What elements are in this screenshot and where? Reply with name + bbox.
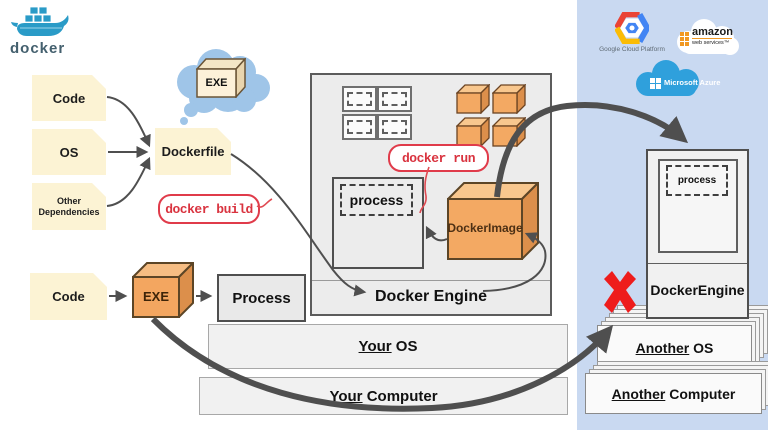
gcp-caption: Google Cloud Platform bbox=[599, 46, 665, 53]
container-slot bbox=[342, 86, 377, 112]
mini-cube-icon bbox=[492, 117, 526, 147]
engine-separator bbox=[312, 280, 550, 281]
another-docker-engine-box: process DockerEngine bbox=[646, 149, 749, 319]
aws-logo: amazon web services™ bbox=[670, 16, 742, 60]
gcp-logo: Google Cloud Platform bbox=[596, 12, 668, 56]
process-box: Process bbox=[217, 274, 306, 322]
red-x-icon bbox=[598, 265, 642, 321]
your-computer-bar: Your Computer bbox=[199, 377, 568, 415]
arrow-code-to-dockerfile bbox=[106, 96, 151, 148]
exe-cube: EXE bbox=[132, 262, 194, 318]
your-os-bar: Your OS bbox=[208, 324, 568, 369]
container-slot bbox=[377, 86, 412, 112]
docker-logo: docker bbox=[10, 4, 80, 57]
note-code-2: Code bbox=[30, 273, 107, 320]
azure-logo: Microsoft Azure bbox=[628, 58, 720, 102]
thought-cloud: EXE bbox=[164, 44, 276, 128]
exe-cube-cloud: EXE bbox=[196, 58, 246, 98]
process-slot: process bbox=[340, 184, 413, 216]
exe-cloud-label: EXE bbox=[205, 76, 228, 89]
another-engine-separator bbox=[648, 263, 747, 264]
docker-whale-icon bbox=[11, 6, 69, 36]
docker-logo-text: docker bbox=[10, 40, 66, 57]
another-process-container: process bbox=[658, 159, 738, 253]
cube-icon bbox=[196, 58, 246, 98]
arrow-deps-to-dockerfile bbox=[106, 156, 151, 207]
azure-cloud-icon bbox=[636, 60, 699, 96]
another-process-slot: process bbox=[666, 165, 728, 196]
another-engine-label: DockerEngine bbox=[650, 281, 745, 298]
mini-cube-icon bbox=[456, 117, 490, 147]
aws-wordmark: amazon web services™ bbox=[692, 26, 733, 46]
docker-image-label: DockerImage bbox=[447, 221, 523, 236]
process-container: process bbox=[332, 177, 424, 269]
another-computer-stack: Another Computer bbox=[585, 357, 768, 414]
docker-image-cube: DockerImage bbox=[447, 182, 539, 260]
note-dockerfile: Dockerfile bbox=[155, 128, 231, 175]
docker-build-label: docker build bbox=[158, 194, 260, 224]
cube-icon bbox=[132, 262, 194, 318]
another-computer-bar: Another Computer bbox=[585, 373, 762, 414]
container-slot bbox=[377, 114, 412, 140]
docker-run-label: docker run bbox=[388, 144, 489, 172]
exe-label: EXE bbox=[142, 288, 169, 304]
azure-caption: Microsoft Azure bbox=[664, 78, 721, 87]
note-os: OS bbox=[32, 129, 106, 175]
container-slot bbox=[342, 114, 377, 140]
docker-engine-label: Docker Engine bbox=[374, 288, 488, 305]
note-code: Code bbox=[32, 75, 106, 121]
gcp-hexagon-icon bbox=[615, 12, 649, 44]
mini-cube-icon bbox=[492, 84, 526, 114]
mini-cube-icon bbox=[456, 84, 490, 114]
